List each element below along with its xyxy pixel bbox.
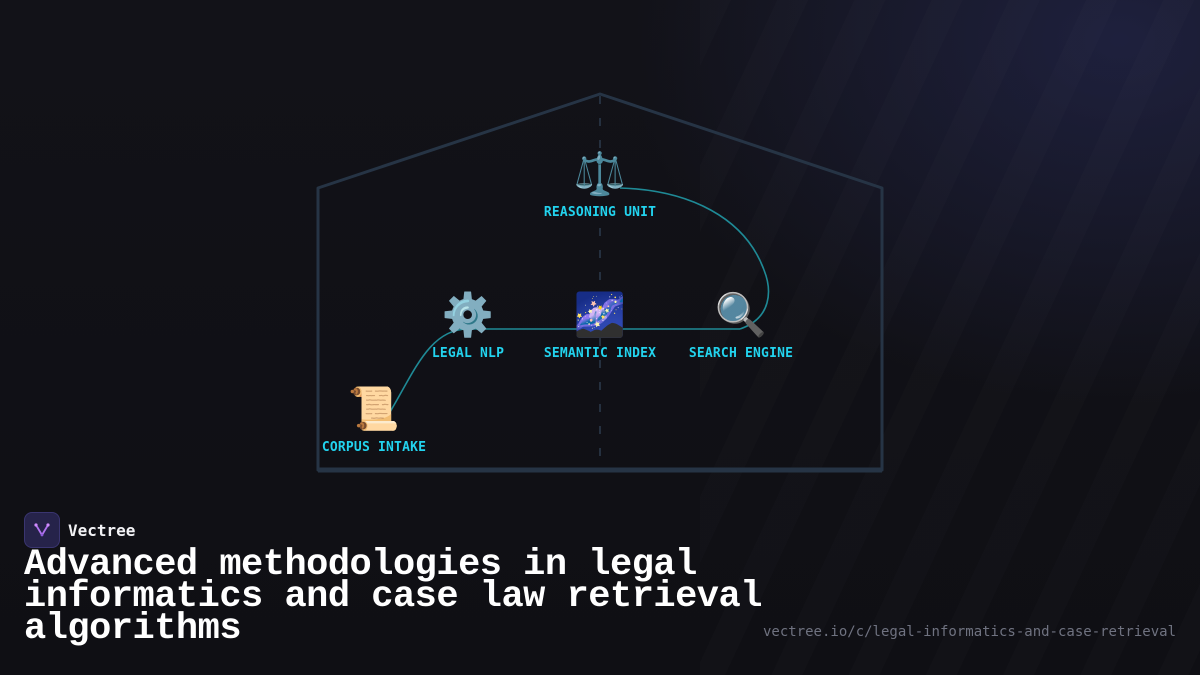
node-corpus-intake: 📜 CORPUS INTAKE xyxy=(321,384,427,456)
node-reasoning-unit: ⚖️ REASONING UNIT xyxy=(543,149,657,221)
node-legal-nlp: ⚙️ LEGAL NLP xyxy=(431,290,505,362)
node-label: CORPUS INTAKE xyxy=(321,440,427,455)
node-semantic-index: 🌌 SEMANTIC INDEX xyxy=(543,290,657,362)
brand-name: Vectree xyxy=(68,520,136,540)
node-search-engine: 🔍 SEARCH ENGINE xyxy=(688,290,794,362)
house-frame xyxy=(316,92,884,472)
connector-corpus-nlp xyxy=(389,328,469,413)
scroll-icon: 📜 xyxy=(347,384,401,433)
gear-icon: ⚙️ xyxy=(441,290,495,339)
background-rays xyxy=(700,0,1200,675)
galaxy-icon: 🌌 xyxy=(573,290,627,339)
vectree-logo-icon xyxy=(24,512,60,548)
magnifier-icon: 🔍 xyxy=(714,290,768,339)
brand[interactable]: Vectree xyxy=(24,512,135,548)
node-label: SEMANTIC INDEX xyxy=(543,346,657,361)
node-label: REASONING UNIT xyxy=(543,205,657,220)
page-url[interactable]: vectree.io/c/legal-informatics-and-case-… xyxy=(762,624,1176,640)
page-title: Advanced methodologies in legal informat… xyxy=(24,544,762,650)
node-label: LEGAL NLP xyxy=(431,346,505,361)
connector-search-reasoning xyxy=(619,187,770,330)
scales-icon: ⚖️ xyxy=(573,149,627,198)
node-label: SEARCH ENGINE xyxy=(688,346,794,361)
